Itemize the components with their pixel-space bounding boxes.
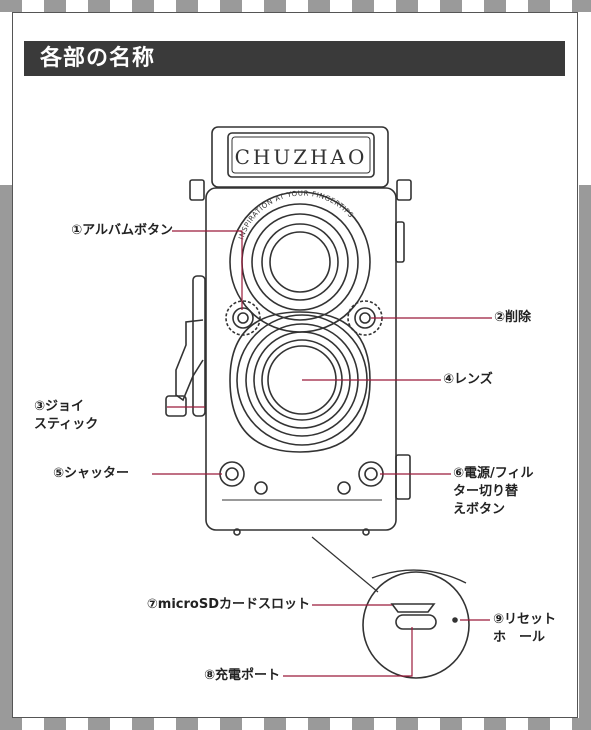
right-side-port: [395, 454, 411, 500]
label-microsd: ⑦microSDカードスロット: [146, 597, 310, 612]
label-power-line3: えボタン: [453, 502, 506, 517]
label-power-line1: ⑥電源/フィル: [453, 466, 534, 481]
label-reset-line2: ホ ール: [493, 630, 546, 645]
joystick-knob: [165, 395, 187, 417]
camera-top-housing: [211, 126, 389, 188]
main-lens-housing: [229, 311, 371, 453]
label-shutter: ⑤シャッター: [53, 466, 130, 481]
leader-lines: [152, 230, 492, 677]
album-button-gear: [225, 300, 261, 336]
right-knob: [396, 179, 412, 201]
label-charge-port: ⑧充電ポート: [203, 668, 280, 683]
shutter-button: [219, 461, 245, 487]
joystick-lever: [175, 319, 204, 402]
label-joystick-line2: スティック: [34, 417, 99, 432]
page-title: 各部の名称: [40, 46, 156, 71]
label-delete: ②削除: [494, 310, 532, 325]
label-lens: ④レンズ: [443, 372, 493, 387]
label-album-button: ①アルバムボタン: [71, 223, 173, 238]
top-stripe-border: [0, 0, 591, 12]
microsd-slot-shape: [390, 603, 436, 613]
right-side-border: [579, 185, 591, 718]
brand-name: CHUZHAO: [235, 145, 368, 169]
reset-hole-shape: [452, 617, 458, 623]
content-frame: [12, 12, 578, 718]
title-bar: [24, 41, 565, 76]
side-dial: [192, 275, 206, 417]
left-knob: [189, 179, 205, 201]
left-side-border: [0, 185, 12, 718]
bottom-zoom-circle: [362, 571, 470, 679]
label-reset-line1: ⑨リセット: [493, 612, 557, 627]
camera-body: [205, 187, 397, 531]
brand-plate: [227, 132, 375, 178]
bottom-stripe-border: [0, 718, 591, 730]
label-joystick-line1: ③ジョイ: [34, 399, 85, 414]
power-filter-button: [358, 461, 384, 487]
charge-port-shape: [395, 614, 437, 630]
label-power-line2: ター切り替: [453, 484, 519, 499]
